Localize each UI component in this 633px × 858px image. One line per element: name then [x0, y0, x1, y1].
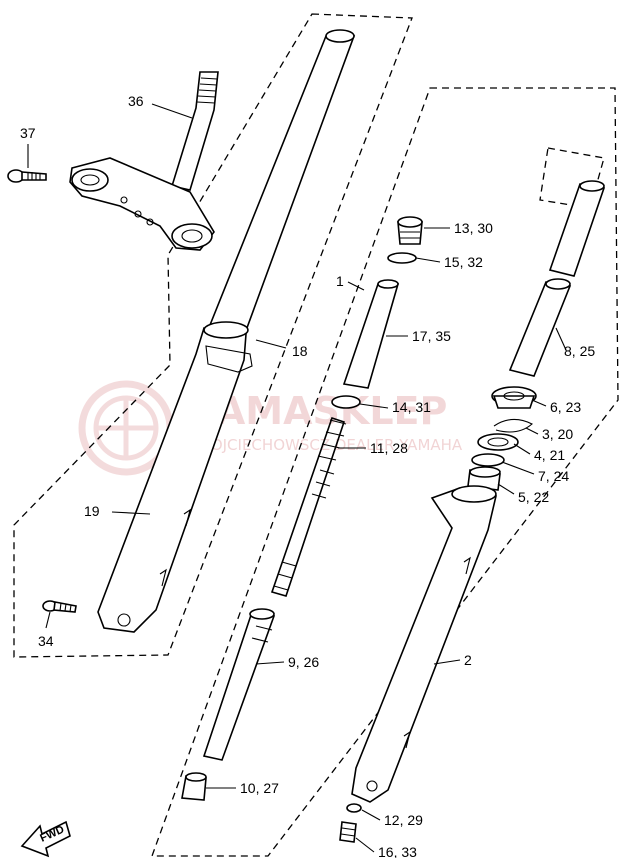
watermark: YAMASKLEP WOJCIECHOWSCZ DEALER YAMAHA — [78, 380, 463, 476]
callout-labels: 36 37 18 19 34 1 13, 30 15, 32 17, 35 14… — [20, 93, 595, 858]
o-ring — [387, 252, 417, 264]
callout-37: 37 — [20, 125, 36, 141]
inner-tube-right-lower — [508, 278, 572, 377]
fork-spring — [270, 416, 347, 597]
damper-rod — [202, 608, 276, 761]
callout-7-24: 7, 24 — [538, 468, 569, 484]
callout-11-28: 11, 28 — [370, 440, 408, 456]
callout-3-20: 3, 20 — [542, 426, 573, 442]
callout-1: 1 — [336, 273, 344, 289]
callout-4-21: 4, 21 — [534, 447, 565, 463]
bottom-bolt — [339, 821, 357, 843]
callout-36: 36 — [128, 93, 144, 109]
copper-washer — [346, 803, 362, 813]
watermark-brand: YAMASKLEP — [191, 389, 447, 433]
callout-12-29: 12, 29 — [384, 812, 423, 828]
spring-seat-washer — [331, 395, 361, 409]
callout-17-35: 17, 35 — [412, 328, 451, 344]
callout-14-31: 14, 31 — [392, 399, 431, 415]
spacer — [342, 279, 400, 389]
leader-lines — [27, 103, 567, 853]
oil-seal-washer — [471, 453, 505, 467]
callout-15-32: 15, 32 — [444, 254, 483, 270]
cap-bolt — [397, 216, 423, 245]
inner-tube — [206, 29, 356, 337]
oil-seal — [477, 433, 519, 451]
outer-tube-right — [351, 485, 497, 803]
callout-13-30: 13, 30 — [454, 220, 493, 236]
callout-6-23: 6, 23 — [550, 399, 581, 415]
callout-34: 34 — [38, 633, 54, 649]
dust-seal — [491, 386, 537, 409]
fwd-arrow-icon: FWD — [20, 820, 71, 858]
callout-9-26: 9, 26 — [288, 654, 319, 670]
watermark-subtitle: WOJCIECHOWSCZ DEALER YAMAHA — [196, 436, 463, 454]
callout-2: 2 — [464, 652, 472, 668]
outer-tube-left — [97, 321, 253, 633]
inner-tube-right-upper — [548, 180, 606, 277]
callout-16-33: 16, 33 — [378, 844, 417, 858]
retaining-clip — [493, 418, 533, 433]
slide-bushing — [467, 466, 501, 491]
callout-8-25: 8, 25 — [564, 343, 595, 359]
callout-18: 18 — [292, 343, 308, 359]
callout-5-22: 5, 22 — [518, 489, 549, 505]
steering-stem — [170, 71, 219, 191]
callout-19: 19 — [84, 503, 100, 519]
under-bracket — [69, 157, 215, 251]
left-assembly-boundary — [13, 13, 413, 658]
bolt-37 — [7, 169, 47, 183]
bolt-34 — [42, 600, 77, 613]
oil-lock-piece — [181, 772, 207, 801]
callout-10-27: 10, 27 — [240, 780, 279, 796]
